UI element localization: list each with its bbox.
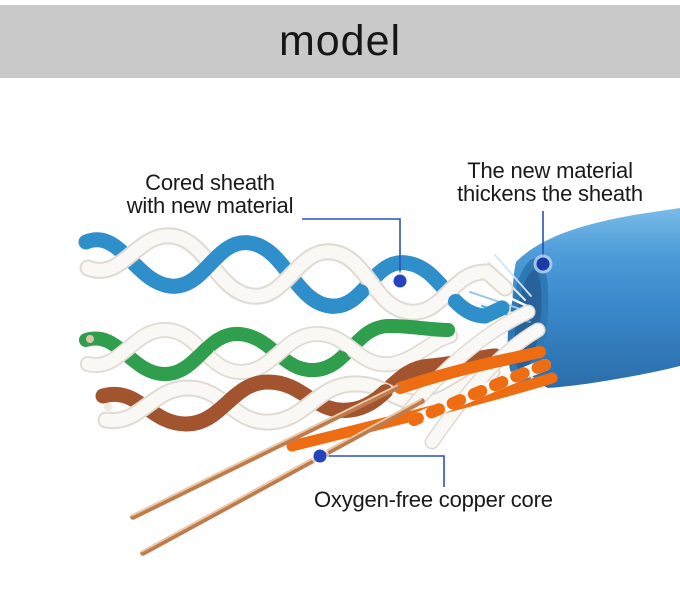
callout-dot-thick-sheath — [536, 257, 550, 271]
annotation-cored-sheath-line1: Cored sheath — [145, 170, 275, 195]
green-pair-white-wire — [81, 323, 457, 379]
callout-line-copper-core — [327, 455, 445, 487]
brown-pair-brown-wire — [95, 348, 503, 432]
callout-cored-sheath — [302, 218, 410, 291]
annotation-cored-sheath: Cored sheath with new material — [95, 171, 325, 217]
copper-wire-upper — [130, 384, 401, 520]
header-banner: model — [0, 5, 680, 78]
callout-line-cored-sheath — [302, 218, 401, 273]
annotation-cored-sheath-line2: with new material — [126, 193, 294, 218]
copper-wire-lower-highlight — [141, 398, 422, 553]
white-single-wires — [400, 304, 546, 450]
callout-thick-sheath — [533, 211, 553, 274]
brown-white-pair — [95, 348, 503, 432]
annotation-thickens-sheath-line2: thickens the sheath — [457, 181, 643, 206]
white-wire-1 — [402, 306, 534, 418]
green-wire-cut-end — [86, 335, 94, 343]
blue-white-pair — [78, 227, 514, 324]
orange-wires — [286, 346, 558, 452]
page-title: model — [278, 17, 402, 65]
annotation-thickens-sheath-line1: The new material — [467, 158, 633, 183]
callout-dot-copper-core — [313, 449, 327, 463]
copper-core-wires — [130, 384, 425, 556]
orange-white-striped-wire-stripe — [408, 359, 551, 426]
annotation-thickens-sheath: The new material thickens the sheath — [425, 159, 675, 205]
callout-dot-cored-sheath — [393, 274, 407, 288]
green-pair-green-wire — [79, 318, 455, 381]
annotation-copper-core-line1: Oxygen-free copper core — [314, 487, 553, 512]
brown-pair-white-wire — [99, 365, 499, 429]
copper-wire-lower — [140, 398, 425, 556]
copper-wire-upper-highlight — [131, 384, 398, 517]
cable-jacket — [512, 208, 680, 388]
blue-pair-white-wire — [81, 229, 512, 319]
callout-copper-core — [311, 447, 445, 487]
orange-wire-stripped — [394, 346, 546, 394]
white-wire-2 — [426, 324, 544, 448]
green-white-pair — [79, 318, 458, 381]
brown-wire-cut-end — [104, 403, 112, 411]
annotation-copper-core: Oxygen-free copper core — [314, 488, 604, 511]
